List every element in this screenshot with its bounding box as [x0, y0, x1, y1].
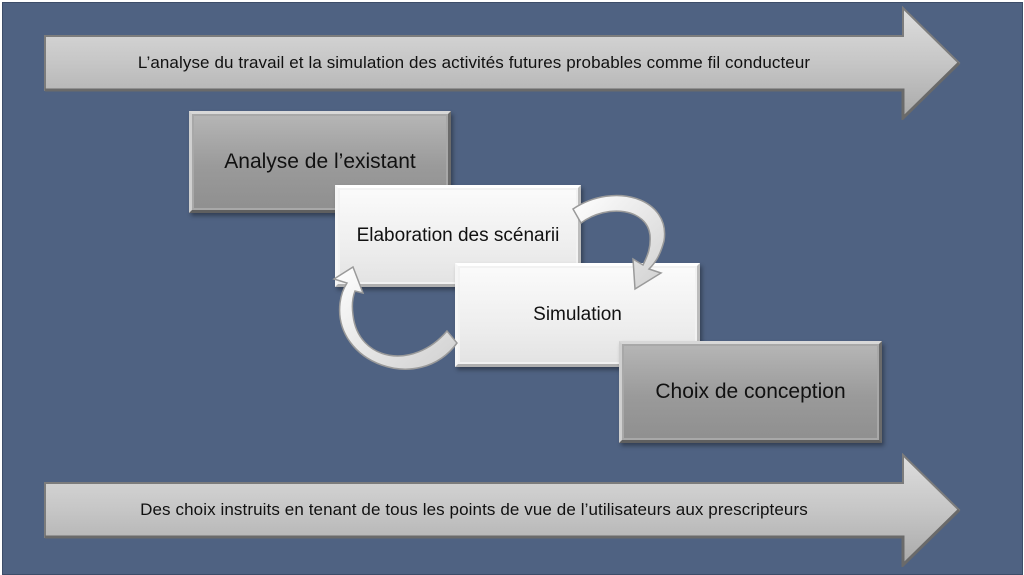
- bottom-banner-text: Des choix instruits en tenant de tous le…: [140, 500, 808, 519]
- top-banner-text: L’analyse du travail et la simulation de…: [137, 53, 811, 72]
- simulation-label: Simulation: [533, 304, 622, 325]
- top-banner-arrow-shape: [44, 6, 961, 120]
- elaboration-scenarii-label: Elaboration des scénarii: [356, 225, 560, 246]
- choix-conception-label: Choix de conception: [655, 380, 846, 403]
- cycle-arrows: [332, 194, 666, 370]
- top-banner-arrow: L’analyse du travail et la simulation de…: [41, 6, 961, 120]
- curved-arrow-left: [332, 265, 458, 370]
- analyse-existant-box: Analyse de l’existant: [189, 111, 451, 213]
- curved-arrow-right: [572, 194, 666, 291]
- choix-conception-box: Choix de conception: [619, 341, 882, 443]
- bottom-banner-arrow-shape: [44, 453, 961, 567]
- analyse-existant-label: Analyse de l’existant: [224, 150, 416, 173]
- bottom-banner-arrow: Des choix instruits en tenant de tous le…: [41, 453, 961, 567]
